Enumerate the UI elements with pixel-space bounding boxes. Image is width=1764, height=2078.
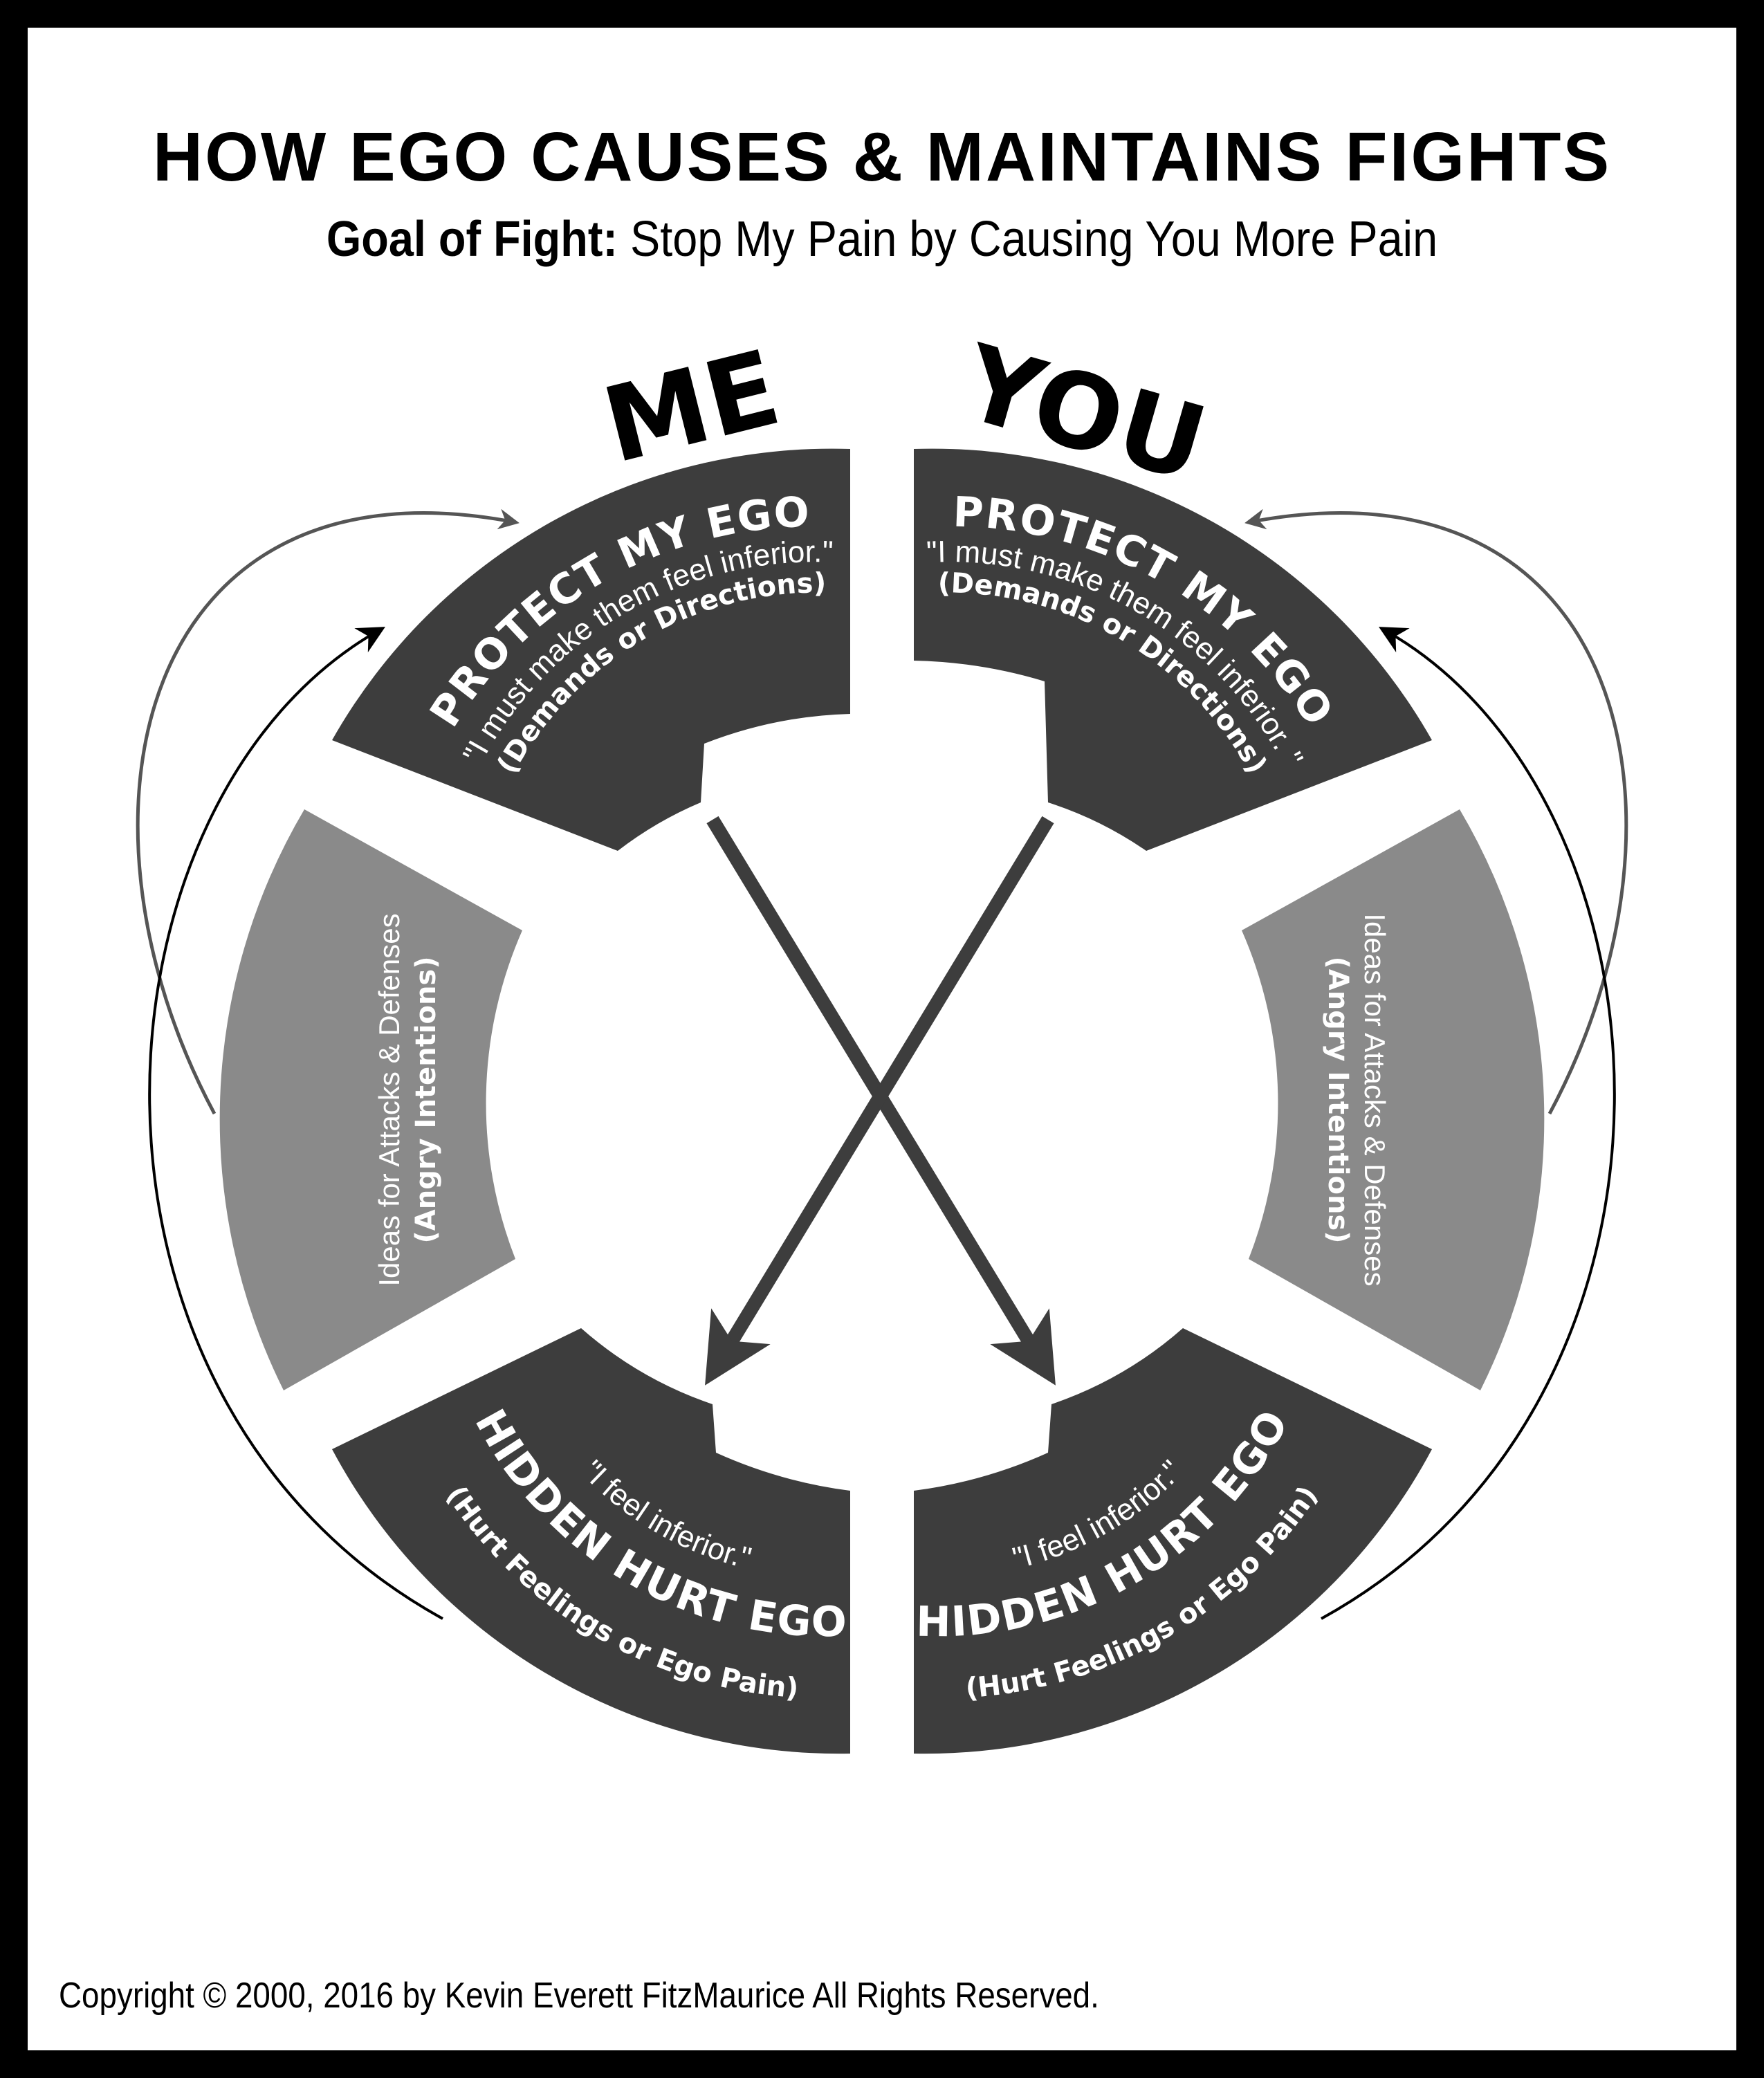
you-protect-ego-segment [914,448,1432,851]
you-ideas-light: Ideas for Attacks & Defenses [1359,913,1391,1286]
me-hidden-hurt-segment [332,1328,850,1754]
you-ideas-text: Ideas for Attacks & Defenses (Angry Inte… [1322,913,1391,1286]
you-hidden-hurt-segment [914,1328,1432,1754]
you-black-cycle-arrow [1321,627,1616,1620]
subtitle-label: Goal of Fight: [326,212,618,267]
you-ideas-bold: (Angry Intentions) [1322,956,1354,1243]
page-subtitle: Goal of Fight: Stop My Pain by Causing Y… [89,211,1676,268]
cross-arrow-me-to-you [706,816,1056,1386]
me-ideas-bold: (Angry Intentions) [410,956,442,1243]
you-ideas-segment [1242,809,1545,1390]
me-ideas-segment [219,809,522,1390]
me-ideas-text: Ideas for Attacks & Defenses (Angry Inte… [373,913,442,1286]
cross-arrow-you-to-me [705,816,1054,1386]
subtitle-text: Stop My Pain by Causing You More Pain [630,212,1438,267]
page-title: HOW EGO CAUSES & MAINTAINS FIGHTS [152,118,1612,196]
me-black-cycle-arrow [148,627,443,1620]
me-protect-ego-segment [332,448,850,851]
copyright-notice: Copyright © 2000, 2016 by Kevin Everett … [59,1976,1099,2016]
me-ideas-light: Ideas for Attacks & Defenses [373,913,405,1286]
